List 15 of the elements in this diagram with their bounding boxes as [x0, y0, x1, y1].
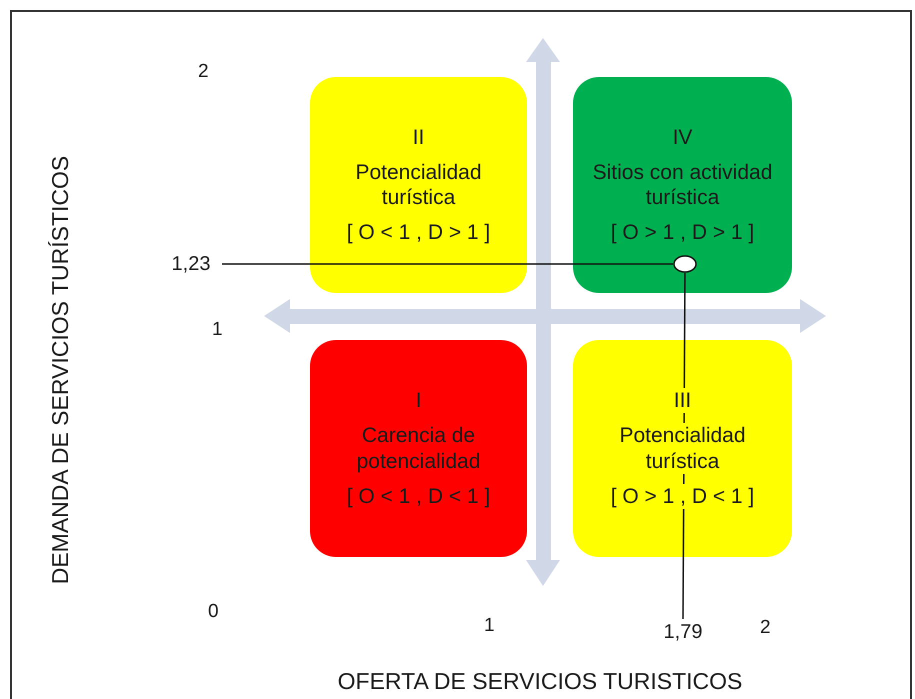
tick-label: 1 [212, 318, 223, 342]
value-label: 1,79 [652, 619, 714, 645]
tick-label: 1 [484, 614, 495, 638]
value-label: 1,23 [160, 251, 222, 277]
axis-title: OFERTA DE SERVICIOS TURISTICOS [338, 667, 742, 696]
tick-label: 0 [208, 600, 219, 624]
quadrant-box [573, 77, 792, 293]
tick-label: 2 [760, 616, 771, 640]
quadrant-box [310, 77, 527, 293]
data-point [673, 255, 697, 273]
tick-label: 2 [198, 60, 209, 84]
axis-title: DEMANDA DE SERVICIOS TURÍSTICOS [46, 156, 74, 584]
quadrant-box [573, 340, 792, 557]
quadrant-box [310, 340, 527, 557]
leader-line [222, 263, 673, 265]
